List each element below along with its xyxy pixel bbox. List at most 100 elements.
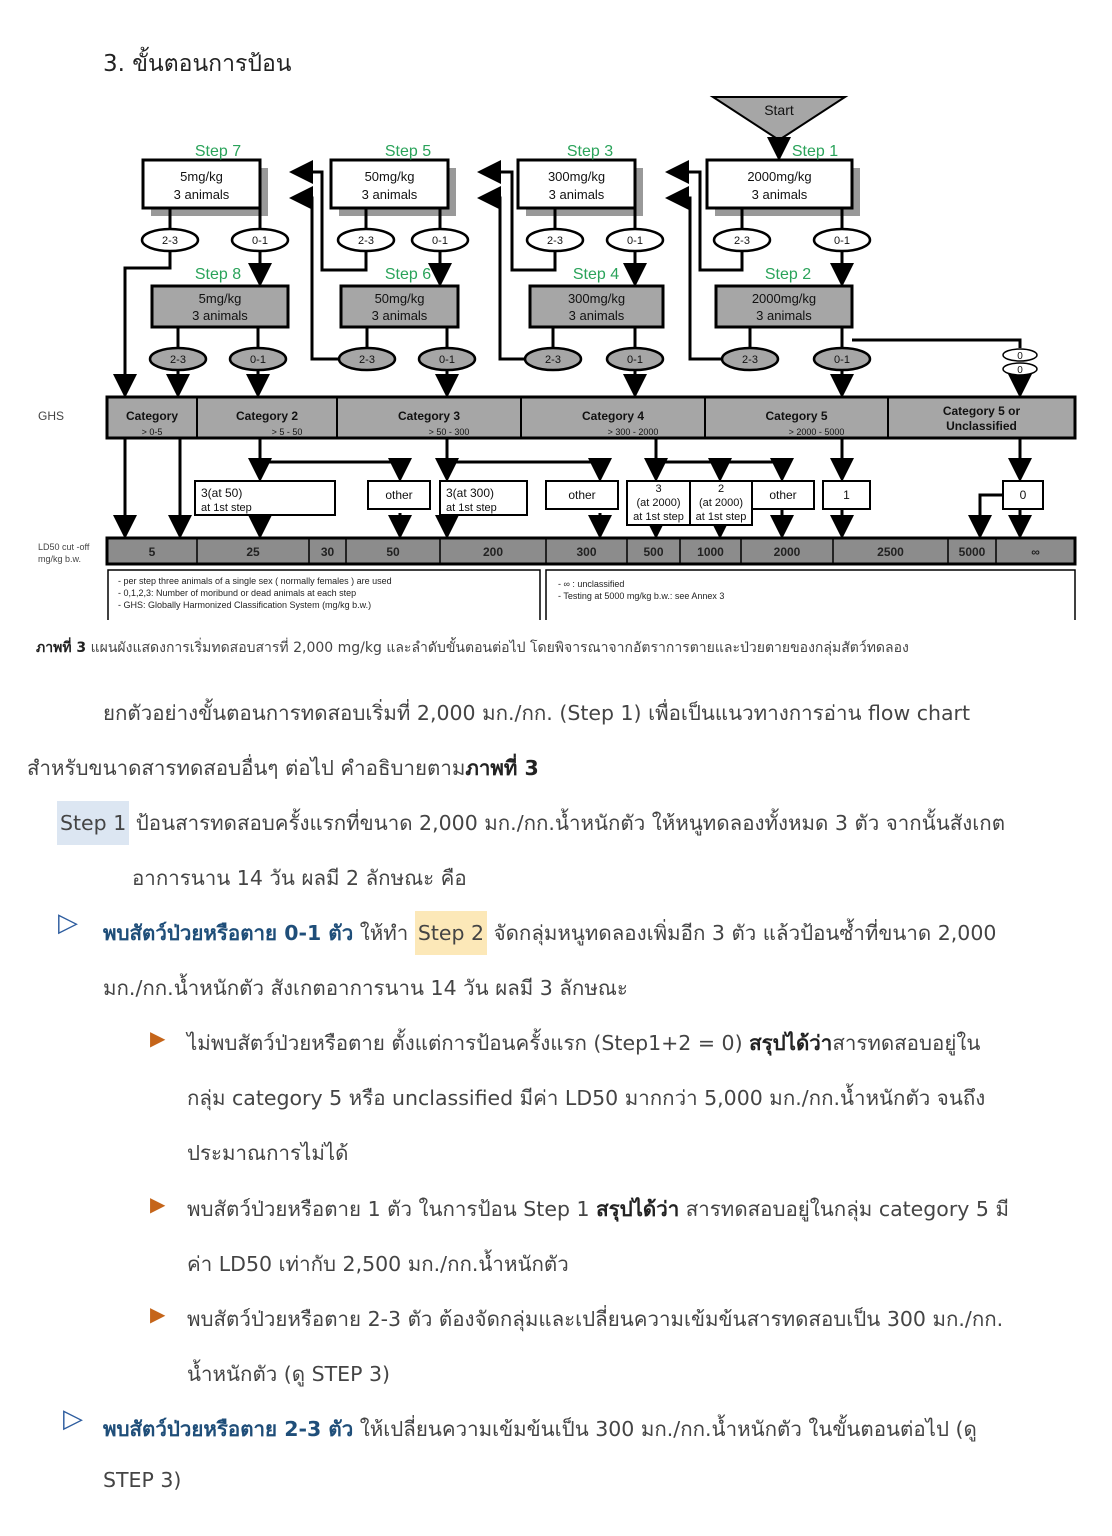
outcome-box <box>439 480 528 516</box>
subbullet2-bold: สรุปได้ว่า <box>596 1197 680 1221</box>
step-box <box>705 158 854 210</box>
note-text: - Testing at 5000 mg/kg b.w.: see Annex … <box>558 591 724 601</box>
outline-triangle-bullet-icon: ▷ <box>58 908 78 938</box>
animals-text: 3 animals <box>362 187 418 202</box>
outcome-text: (at 2000) <box>699 497 743 509</box>
outcome-box <box>751 480 815 510</box>
ghs-category: Category <box>126 409 178 423</box>
bullet2-line2: STEP 3) <box>103 1468 182 1492</box>
ghs-category: Category 4 <box>582 409 644 423</box>
animals-text: 3 animals <box>174 187 230 202</box>
step-box <box>150 284 290 329</box>
step-box <box>528 284 665 329</box>
oval-label: 2-3 <box>545 354 561 366</box>
oval-label: 2-3 <box>734 235 750 247</box>
step-label: Step 5 <box>385 143 431 160</box>
notes-right-box <box>545 569 1076 620</box>
ghs-range: > 2000 - 5000 <box>789 427 845 437</box>
oval-0-1 <box>605 227 665 253</box>
outcome-text: 0 <box>1020 488 1027 502</box>
ld50-unit: mg/kg b.w. <box>38 554 81 564</box>
connector-line <box>445 438 612 482</box>
notes-left-box <box>107 569 541 620</box>
ld50-value: 2000 <box>774 545 801 559</box>
oval-2-3 <box>720 346 780 372</box>
connector-line <box>289 186 339 361</box>
ghs-range: > 5 - 50 <box>272 427 303 437</box>
step1-line1: Step 1 ป้อนสารทดสอบครั้งแรกที่ขนาด 2,000… <box>57 801 1005 845</box>
step-box <box>516 158 637 210</box>
dose-text: 2000mg/kg <box>747 169 811 184</box>
oval-label: 0-1 <box>627 354 643 366</box>
oval-label: 2-3 <box>358 235 374 247</box>
bullet2-text: ให้เปลี่ยนความเข้มข้นเป็น 300 มก./กก.น้ำ… <box>353 1417 977 1441</box>
bullet2-bold: พบสัตว์ป่วยหรือตาย 2-3 ตัว <box>103 1417 354 1441</box>
ld50-bar <box>105 536 1077 566</box>
oval-label: 2-3 <box>162 235 178 247</box>
connector-line <box>113 251 172 398</box>
ghs-range: > 300 - 2000 <box>608 427 659 437</box>
ld50-value: 30 <box>321 545 335 559</box>
step2-highlight: Step 2 <box>414 911 488 955</box>
connector-line <box>968 493 1003 539</box>
step-box <box>141 158 262 210</box>
outcome-text: other <box>568 488 595 502</box>
ld50-value: ∞ <box>1031 545 1040 559</box>
note-text: - GHS: Globally Harmonized Classificatio… <box>118 600 371 610</box>
oval-label: 0-1 <box>834 235 850 247</box>
step-label: Step 2 <box>765 266 811 283</box>
connector-line <box>258 438 412 482</box>
oval-2-3 <box>523 346 583 372</box>
ghs-bar <box>105 395 1077 440</box>
ghs-category: Category 2 <box>236 409 298 423</box>
step-label: Step 7 <box>195 143 241 160</box>
bullet2-line1: พบสัตว์ป่วยหรือตาย 2-3 ตัว ให้เปลี่ยนควา… <box>103 1413 977 1446</box>
oval-2-3 <box>337 346 397 372</box>
subbullet2-text-a: พบสัตว์ป่วยหรือตาย 1 ตัว ในการป้อน Step … <box>187 1197 597 1221</box>
step-label: Step 3 <box>567 143 613 160</box>
outcome-text: at 1st step <box>633 511 684 523</box>
step-box <box>329 158 450 210</box>
ghs-range: Unclassified <box>946 419 1017 433</box>
subbullet1-line2: กลุ่ม category 5 หรือ unclassified มีค่า… <box>187 1086 986 1110</box>
oval-2-3 <box>712 227 772 253</box>
ld50-value: 25 <box>246 545 260 559</box>
connector-line <box>665 186 722 361</box>
subbullet1-text-a: ไม่พบสัตว์ป่วยหรือตาย ตั้งแต่การป้อนครั้… <box>187 1031 750 1055</box>
subbullet1-bold: สรุปได้ว่า <box>749 1031 833 1055</box>
dose-text: 5mg/kg <box>180 169 223 184</box>
figure-caption: ภาพที่ 3 แผนผังแสดงการเริ่มทดสอบสารที่ 2… <box>36 637 909 659</box>
animals-text: 3 animals <box>372 308 428 323</box>
bullet1-line1: พบสัตว์ป่วยหรือตาย 0-1 ตัว ให้ทำ Step 2 … <box>103 911 997 955</box>
outcome-text: 3 <box>655 483 661 495</box>
ld50-value: 1000 <box>697 545 724 559</box>
animals-text: 3 animals <box>752 187 808 202</box>
oval-label: 2-3 <box>359 354 375 366</box>
subbullet2-line1: พบสัตว์ป่วยหรือตาย 1 ตัว ในการป้อน Step … <box>187 1193 1009 1226</box>
outcome-box <box>1002 480 1044 510</box>
outcome-text: at 1st step <box>446 502 497 514</box>
bullet1-text-b: จัดกลุ่มหนูทดลองเพิ่มอีก 3 ตัว แล้วป้อนซ… <box>487 921 997 945</box>
oval-0-1 <box>228 346 288 372</box>
ghs-category: Category 3 <box>398 409 460 423</box>
bullet1-text-a: ให้ทำ <box>353 921 415 945</box>
subbullet1-text-b: สารทดสอบอยู่ใน <box>832 1031 981 1055</box>
ld50-value: 2500 <box>877 545 904 559</box>
outcome-box <box>545 480 619 510</box>
subbullet3-line2: น้ำหนักตัว (ดู STEP 3) <box>187 1362 391 1386</box>
step1-highlight: Step 1 <box>57 801 130 845</box>
ld50-value: 5 <box>149 545 156 559</box>
bullet1-bold: พบสัตว์ป่วยหรือตาย 0-1 ตัว <box>103 921 354 945</box>
oval-0-1 <box>605 346 665 372</box>
filled-triangle-bullet-icon: ▶ <box>150 1192 166 1216</box>
oval-0-1 <box>812 227 872 253</box>
subbullet3-line1: พบสัตว์ป่วยหรือตาย 2-3 ตัว ต้องจัดกลุ่มแ… <box>187 1307 1004 1331</box>
oval-label: 0-1 <box>252 235 268 247</box>
oval-2-3 <box>148 346 208 372</box>
outcome-text: 3(at 50) <box>201 486 242 500</box>
oval-0-1 <box>410 227 470 253</box>
step1-line2: อาการนาน 14 วัน ผลมี 2 ลักษณะ คือ <box>132 866 467 890</box>
oval-label: 0 <box>1017 351 1023 362</box>
dose-text: 300mg/kg <box>548 169 605 184</box>
section-heading: 3. ขั้นตอนการป้อน <box>103 51 292 77</box>
